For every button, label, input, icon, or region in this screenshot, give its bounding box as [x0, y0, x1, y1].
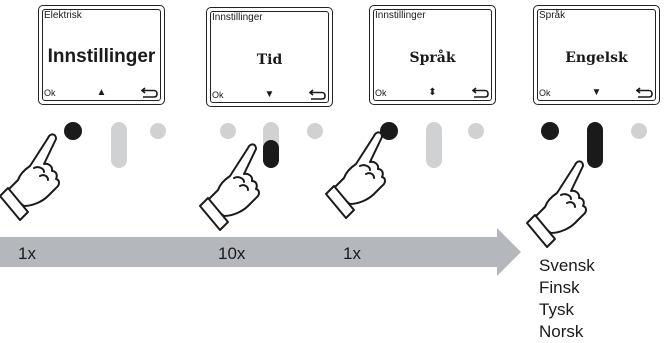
- display-screen-1: Elektrisk Innstillinger Ok ▲: [38, 5, 165, 105]
- language-option: Finsk: [539, 278, 580, 297]
- screen-header: Innstillinger: [375, 10, 426, 21]
- back-icon: [636, 87, 653, 98]
- progress-arrow: [0, 228, 521, 276]
- display-screen-4: Språk Engelsk Ok ▼: [533, 5, 660, 105]
- language-option: Norsk: [539, 322, 584, 341]
- nav-arrow-icon: ▼: [264, 89, 275, 100]
- screen-main-text: Innstillinger: [47, 46, 156, 67]
- language-option: Svensk: [539, 256, 595, 275]
- nav-arrow-icon: ▼: [591, 87, 602, 98]
- ok-button: [220, 123, 236, 139]
- button-row-2: [220, 122, 323, 168]
- hand-icon: [0, 133, 60, 221]
- screen-header: Språk: [539, 10, 566, 21]
- back-button: [631, 123, 647, 139]
- hand-icon: [325, 131, 386, 219]
- hand-icon: [526, 160, 587, 248]
- back-icon: [141, 87, 158, 98]
- nav-button-pressed: [587, 122, 603, 168]
- back-button: [150, 123, 166, 139]
- button-row-4: [541, 122, 647, 168]
- back-icon: [472, 87, 489, 98]
- ok-button-pressed: [380, 122, 398, 140]
- ok-label: Ok: [212, 90, 224, 100]
- nav-button: [111, 122, 127, 168]
- press-count-2: 10x: [218, 244, 246, 263]
- nav-arrow-icon: ⬍: [428, 87, 437, 98]
- button-row-1: [64, 122, 166, 168]
- back-button: [307, 123, 323, 139]
- hand-icon: [199, 143, 260, 231]
- ok-button-pressed: [541, 122, 559, 140]
- button-row-3: [380, 122, 484, 168]
- screen-main-text: Språk: [409, 50, 456, 66]
- ok-button-pressed: [64, 122, 82, 140]
- screen-main-text: Tid: [256, 52, 283, 68]
- press-count-3: 1x: [343, 244, 361, 263]
- ok-label: Ok: [44, 88, 56, 98]
- back-icon: [309, 89, 326, 100]
- nav-button: [426, 122, 442, 168]
- ok-label: Ok: [375, 88, 387, 98]
- screen-header: Elektrisk: [44, 10, 82, 21]
- display-screen-3: Innstillinger Språk Ok ⬍: [369, 5, 496, 105]
- ok-label: Ok: [539, 88, 551, 98]
- screen-header: Innstillinger: [212, 12, 263, 23]
- display-screen-2: Innstillinger Tid Ok ▼: [206, 7, 333, 107]
- language-list: Svensk Finsk Tysk Norsk: [539, 255, 595, 343]
- screen-main-text: Engelsk: [565, 50, 628, 66]
- back-button: [468, 123, 484, 139]
- language-option: Tysk: [539, 300, 574, 319]
- nav-arrow-icon: ▲: [96, 87, 107, 98]
- press-count-1: 1x: [18, 244, 36, 263]
